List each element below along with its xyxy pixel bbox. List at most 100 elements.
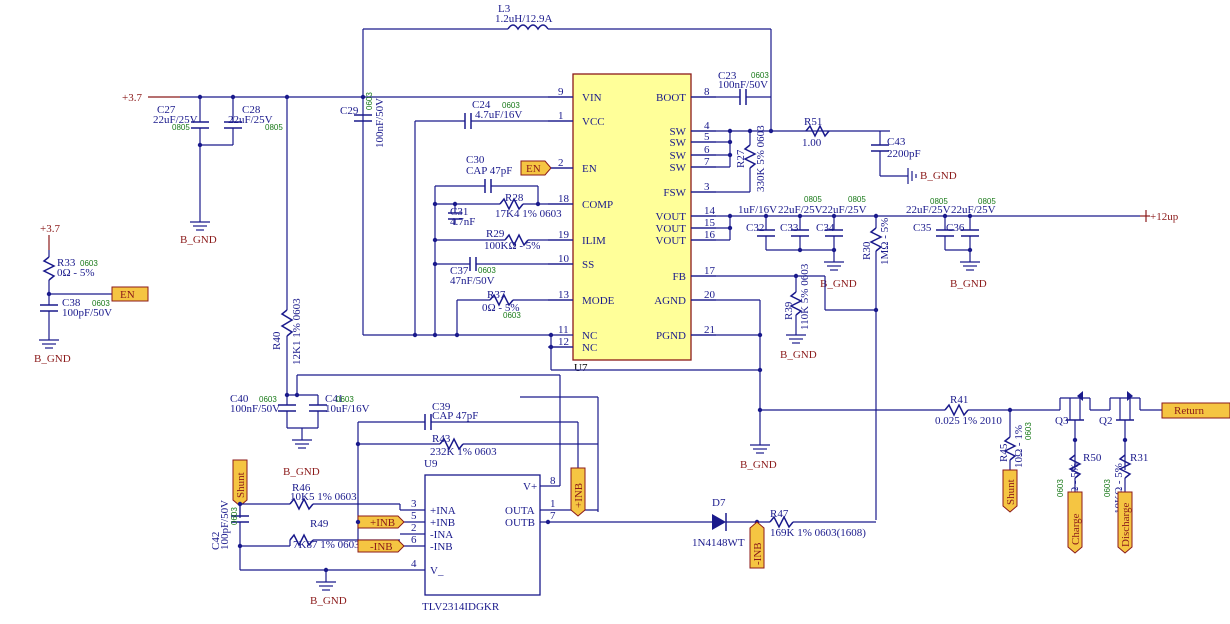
svg-text:R39: R39	[783, 301, 795, 320]
output-caps-c32-c34: C32 C33 C34 1uF/16V 22uF/25V 22uF/25V 08…	[738, 195, 867, 290]
svg-text:0603: 0603	[1103, 479, 1112, 497]
svg-text:R51: R51	[804, 116, 822, 128]
svg-text:C34: C34	[816, 222, 835, 234]
svg-text:110K 5% 0603: 110K 5% 0603	[799, 263, 811, 330]
u7-pin-number: 21	[704, 324, 715, 336]
svg-text:B_GND: B_GND	[780, 349, 817, 361]
svg-text:1.00: 1.00	[802, 137, 822, 149]
svg-text:V+: V+	[523, 481, 537, 493]
svg-text:Return: Return	[1174, 405, 1204, 417]
u7-pin-number: 14	[704, 205, 716, 217]
svg-text:OUTA: OUTA	[505, 505, 535, 517]
svg-text:Q2: Q2	[1099, 415, 1112, 427]
u7-pin-name: VOUT	[655, 235, 686, 247]
svg-text:B_GND: B_GND	[180, 234, 217, 246]
u7-pin-name: BOOT	[656, 92, 686, 104]
svg-text:47nF/50V: 47nF/50V	[450, 275, 495, 287]
u7-pin-name: NC	[582, 330, 597, 342]
port-shunt-mid: Shunt	[1002, 469, 1018, 513]
port-plus-inb-vertical: +INB	[570, 467, 586, 517]
svg-text:4.7uF/16V: 4.7uF/16V	[475, 109, 522, 121]
u7-pin-number: 20	[704, 289, 716, 301]
svg-text:100pF/50V: 100pF/50V	[219, 500, 231, 550]
cap-c28: C28 22uF/25V 0805	[197, 94, 283, 148]
svg-text:0805: 0805	[265, 123, 283, 132]
svg-text:R28: R28	[505, 192, 524, 204]
resistor-r39: R39 110K 5% 0603 B_GND	[780, 263, 817, 361]
u7-pin-name: SW	[670, 150, 687, 162]
svg-text:22uF/25V: 22uF/25V	[228, 114, 273, 126]
svg-text:R47: R47	[770, 508, 789, 520]
svg-text:+3.7: +3.7	[40, 223, 60, 235]
port-en-u7: EN	[520, 160, 573, 176]
svg-text:1N4148WT: 1N4148WT	[692, 537, 745, 549]
svg-text:Q3: Q3	[1055, 415, 1069, 427]
l3-value: 1.2uH/12.9A	[495, 13, 553, 25]
svg-text:C38: C38	[62, 297, 81, 309]
u7-pin-number: 6	[704, 144, 710, 156]
u7-pin-name: MODE	[582, 295, 615, 307]
comp-network: C30 CAP 47pF R28 17K4 1% 0603 C31 4.7nF	[432, 154, 573, 335]
svg-text:169K 1% 0603(1608): 169K 1% 0603(1608)	[770, 527, 866, 539]
l3-refdes: L3	[498, 3, 511, 15]
svg-text:330K 5% 0603: 330K 5% 0603	[755, 125, 767, 192]
svg-text:B_GND: B_GND	[34, 353, 71, 365]
en-divider-r33-c38: +3.7 EN R33 0Ω - 5% 0603 C38 100pF/50V 0…	[34, 223, 149, 365]
u7-body	[572, 73, 692, 361]
svg-text:+INB: +INB	[573, 483, 585, 508]
svg-text:C27: C27	[157, 104, 176, 116]
svg-text:C40: C40	[230, 393, 249, 405]
u9-part: TLV2314IDGKR	[422, 601, 500, 613]
u7-pin-name: PGND	[656, 330, 686, 342]
svg-text:C43: C43	[887, 136, 906, 148]
diode-d7: D7 1N4148WT	[690, 497, 770, 549]
svg-text:0.025 1% 2010: 0.025 1% 2010	[935, 415, 1002, 427]
svg-text:0603: 0603	[751, 71, 769, 80]
svg-text:2200pF: 2200pF	[887, 148, 921, 160]
svg-text:3: 3	[411, 498, 417, 510]
u7-pin-number: 1	[558, 110, 564, 122]
u7-pin-name: COMP	[582, 199, 613, 211]
u7-pin-number: 4	[704, 120, 710, 132]
u7-pin-name: ILIM	[582, 235, 606, 247]
svg-text:R40: R40	[271, 331, 283, 350]
cap-c23: C23 100nF/50V 0603	[691, 29, 772, 131]
svg-text:C35: C35	[913, 222, 932, 234]
caps-c40-c41: C40 100nF/50V 0603 C41 10uF/16V 0603 B_G…	[230, 374, 560, 478]
svg-text:22uF/25V: 22uF/25V	[778, 204, 823, 216]
svg-text:0603: 0603	[336, 395, 354, 404]
svg-text:EN: EN	[120, 289, 135, 301]
resistor-r29: R29 100KΩ - 5%	[432, 228, 573, 252]
u9-body	[424, 474, 541, 596]
svg-text:100nF/50V: 100nF/50V	[230, 403, 280, 415]
svg-text:Discharge: Discharge	[1120, 502, 1132, 547]
svg-text:0Ω - 5%: 0Ω - 5%	[57, 267, 95, 279]
ground-symbol: B_GND	[180, 221, 217, 246]
u7-pin-number: 2	[558, 157, 564, 169]
svg-text:5: 5	[411, 510, 417, 522]
u7-pin-name: SW	[670, 126, 687, 138]
svg-text:0603: 0603	[502, 101, 520, 110]
svg-text:100nF/50V: 100nF/50V	[374, 98, 386, 148]
svg-text:B_GND: B_GND	[820, 278, 857, 290]
svg-text:0805: 0805	[848, 195, 866, 204]
svg-text:CAP 47pF: CAP 47pF	[432, 410, 478, 422]
svg-text:100nF/50V: 100nF/50V	[718, 79, 768, 91]
svg-text:EN: EN	[526, 163, 541, 175]
svg-text:22uF/25V: 22uF/25V	[906, 204, 951, 216]
svg-text:R41: R41	[950, 394, 968, 406]
port-discharge: Discharge	[1117, 491, 1133, 554]
svg-text:1uF/16V: 1uF/16V	[738, 204, 777, 216]
svg-text:R45: R45	[998, 443, 1010, 462]
svg-text:C23: C23	[718, 70, 737, 82]
u7-pin-number: 3	[704, 181, 710, 193]
svg-text:0603: 0603	[80, 259, 98, 268]
net-12up: +12up	[1150, 211, 1179, 223]
svg-text:B_GND: B_GND	[920, 170, 957, 182]
svg-text:0603: 0603	[478, 266, 496, 275]
u7-pin-name: AGND	[654, 295, 686, 307]
svg-text:0805: 0805	[978, 197, 996, 206]
svg-text:-INB: -INB	[430, 541, 453, 553]
svg-text:-INB: -INB	[752, 542, 764, 565]
